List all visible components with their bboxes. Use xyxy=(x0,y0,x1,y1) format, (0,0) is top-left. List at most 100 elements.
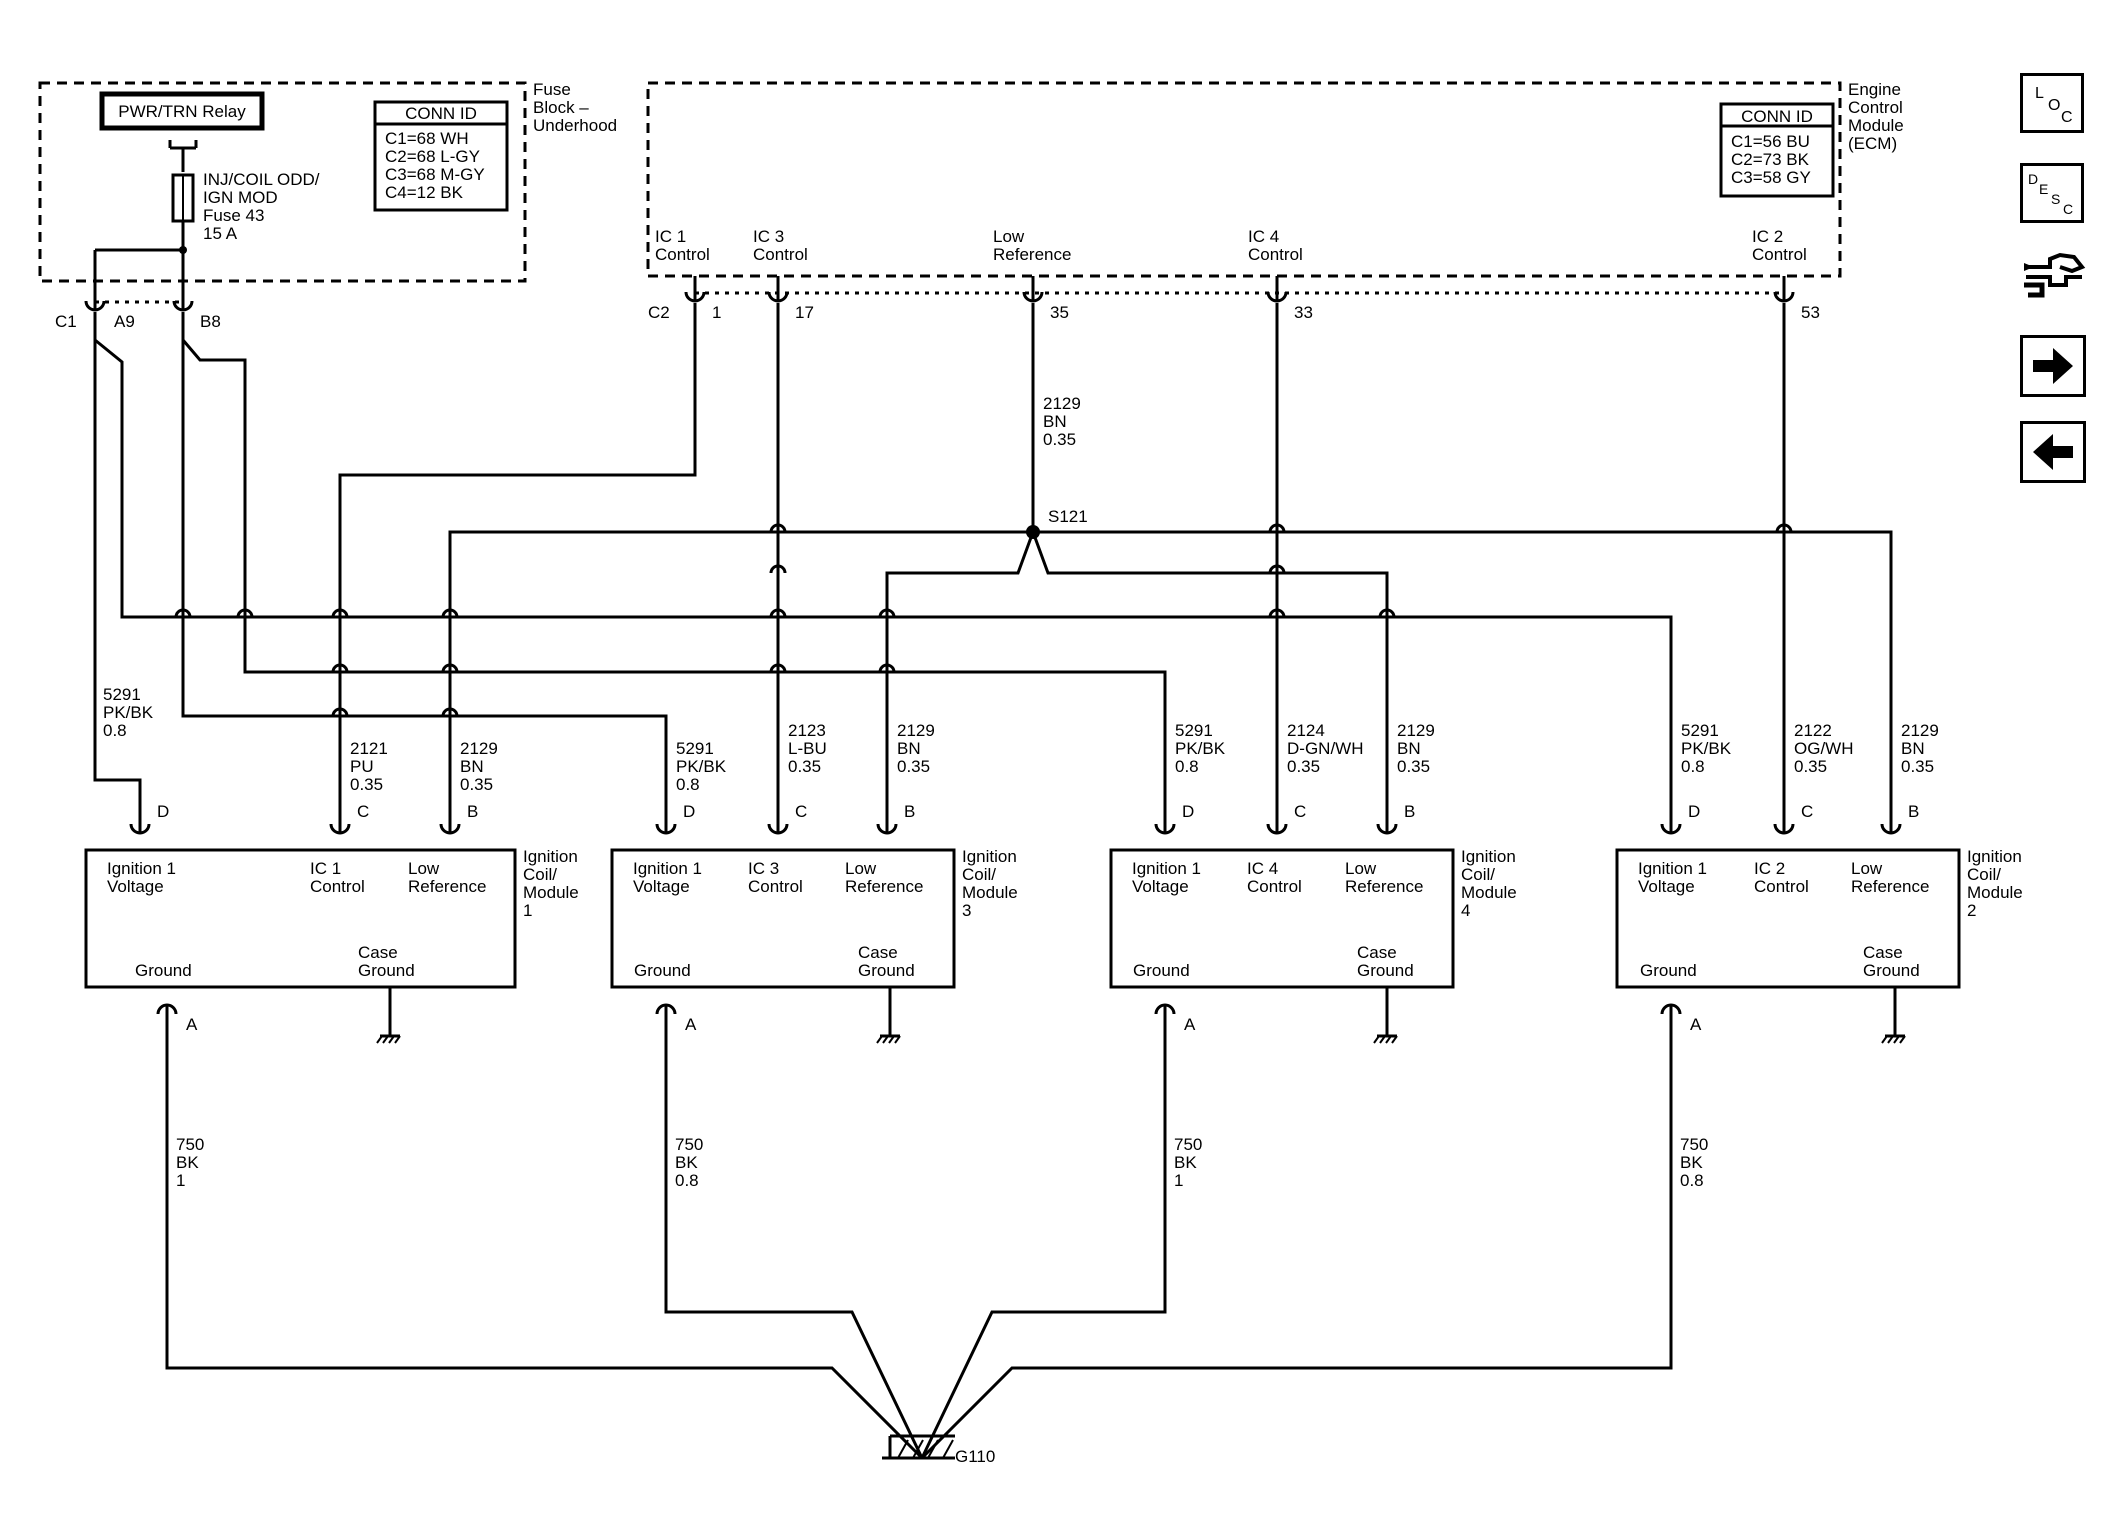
svg-text:Coil/: Coil/ xyxy=(1967,865,2001,884)
svg-text:Ignition: Ignition xyxy=(962,847,1017,866)
ignition-coil-module-2: D C B Ignition 1 Voltage IC 2 Control Lo… xyxy=(1615,802,2023,1045)
svg-text:S: S xyxy=(2051,191,2060,207)
svg-text:C: C xyxy=(795,802,807,821)
coil-body xyxy=(1109,848,1455,989)
next-page-button[interactable] xyxy=(2020,335,2086,397)
svg-text:Reference: Reference xyxy=(845,877,923,896)
splice-wire-number: 2129 xyxy=(1043,394,1081,413)
coil-pin-d xyxy=(129,812,151,836)
ecm-terminal-label: IC 2 xyxy=(1752,227,1783,246)
svg-text:PU: PU xyxy=(350,757,374,776)
svg-text:0.8: 0.8 xyxy=(1175,757,1199,776)
pwr-trn-relay: PWR/TRN Relay xyxy=(99,91,265,172)
svg-text:Ignition: Ignition xyxy=(1461,847,1516,866)
svg-text:5291: 5291 xyxy=(103,685,141,704)
desc-icon: D E S C xyxy=(2028,171,2073,217)
svg-text:C: C xyxy=(1801,802,1813,821)
svg-text:Case: Case xyxy=(858,943,898,962)
harness-icon xyxy=(2024,252,2086,298)
loc-button[interactable]: L O C xyxy=(2020,73,2084,133)
ecm-conn-id: CONN ID C1=56 BU C2=73 BK C3=58 GY xyxy=(1719,102,1835,198)
svg-text:0.8: 0.8 xyxy=(1681,757,1705,776)
svg-text:Voltage: Voltage xyxy=(1638,877,1695,896)
fuse-name-line2: IGN MOD xyxy=(203,188,278,207)
svg-text:0.35: 0.35 xyxy=(1794,757,1827,776)
conn-id-row: C2=68 L-GY xyxy=(385,147,480,166)
previous-page-button[interactable] xyxy=(2020,421,2086,483)
svg-text:Case: Case xyxy=(1357,943,1397,962)
svg-text:Module: Module xyxy=(1967,883,2023,902)
svg-text:Coil/: Coil/ xyxy=(523,865,557,884)
harness-connector-button[interactable] xyxy=(2020,241,2086,305)
coil-pin-b xyxy=(876,812,898,836)
svg-text:2129: 2129 xyxy=(1901,721,1939,740)
svg-text:Case: Case xyxy=(1863,943,1903,962)
ignition-coil-module-4: D C B Ignition 1 Voltage IC 4 Control Lo… xyxy=(1109,802,1517,1045)
svg-text:IC 3: IC 3 xyxy=(748,859,779,878)
coil-pin-d xyxy=(1154,812,1176,836)
relay-label: PWR/TRN Relay xyxy=(118,102,246,121)
svg-text:D: D xyxy=(1688,802,1700,821)
svg-text:2124: 2124 xyxy=(1287,721,1325,740)
svg-text:C: C xyxy=(2061,109,2073,126)
svg-text:IC 1: IC 1 xyxy=(310,859,341,878)
svg-text:750: 750 xyxy=(675,1135,703,1154)
ecm-pin-number: 1 xyxy=(712,303,721,322)
svg-text:Ground: Ground xyxy=(358,961,415,980)
svg-text:BK: BK xyxy=(1174,1153,1197,1172)
coil-body xyxy=(610,848,956,989)
ecm-title-line3: Module xyxy=(1848,116,1904,135)
svg-text:750: 750 xyxy=(1174,1135,1202,1154)
svg-text:Low: Low xyxy=(408,859,440,878)
svg-text:D: D xyxy=(683,802,695,821)
svg-text:A: A xyxy=(1690,1015,1702,1034)
svg-text:Voltage: Voltage xyxy=(633,877,690,896)
coil-pin-c xyxy=(1266,812,1288,836)
svg-text:0.35: 0.35 xyxy=(1901,757,1934,776)
wire-labels-coil-3: 5291 PK/BK 0.8 2123 L-BU 0.35 2129 BN 0.… xyxy=(676,721,935,794)
engine-control-module: Engine Control Module (ECM) CONN ID C1=5… xyxy=(646,80,1904,322)
ecm-connector-id: C2 xyxy=(648,303,670,322)
case-ground-chassis-icon xyxy=(1372,1034,1399,1045)
ecm-terminal-label: IC 1 xyxy=(655,227,686,246)
ecm-pin-number: 17 xyxy=(795,303,814,322)
svg-text:Low: Low xyxy=(1345,859,1377,878)
fuse-block-boundary xyxy=(38,81,527,283)
svg-text:Reference: Reference xyxy=(1345,877,1423,896)
svg-text:PK/BK: PK/BK xyxy=(676,757,727,776)
fuse-pin-a9 xyxy=(84,289,106,313)
coil-pin-c xyxy=(1773,812,1795,836)
svg-text:BN: BN xyxy=(897,739,921,758)
svg-text:Ignition 1: Ignition 1 xyxy=(1132,859,1201,878)
arrow-left-icon xyxy=(2033,434,2073,470)
coil-pin-b xyxy=(439,812,461,836)
svg-text:Ground: Ground xyxy=(1133,961,1190,980)
svg-text:BN: BN xyxy=(1901,739,1925,758)
svg-text:2129: 2129 xyxy=(897,721,935,740)
loc-icon: L O C xyxy=(2035,85,2073,126)
svg-text:Control: Control xyxy=(748,877,803,896)
svg-text:5291: 5291 xyxy=(676,739,714,758)
svg-text:0.8: 0.8 xyxy=(676,775,700,794)
svg-text:Control: Control xyxy=(1754,877,1809,896)
ignition-coil-module-1: D C B Ignition 1 Voltage IC 1 Control Lo… xyxy=(84,802,579,1045)
desc-button[interactable]: D E S C xyxy=(2020,163,2084,223)
coil-pin-c xyxy=(329,812,351,836)
svg-text:E: E xyxy=(2039,181,2048,197)
svg-text:Voltage: Voltage xyxy=(1132,877,1189,896)
conn-id-title: CONN ID xyxy=(405,104,477,123)
svg-text:B: B xyxy=(467,802,478,821)
ecm-terminal-label: Control xyxy=(753,245,808,264)
svg-text:BN: BN xyxy=(1397,739,1421,758)
ground-point-g110: G110 xyxy=(882,1434,995,1466)
svg-text:B: B xyxy=(1404,802,1415,821)
svg-text:BK: BK xyxy=(675,1153,698,1172)
svg-text:Low: Low xyxy=(1851,859,1883,878)
ecm-pin-number: 35 xyxy=(1050,303,1069,322)
fuse-block-underhood: Fuse Block – Underhood PWR/TRN Relay INJ… xyxy=(38,80,617,331)
fuse-block-title-line1: Fuse xyxy=(533,80,571,99)
svg-text:IC 4: IC 4 xyxy=(1247,859,1278,878)
wire-crossovers xyxy=(174,523,1793,717)
ecm-pin-number: 53 xyxy=(1801,303,1820,322)
svg-text:Coil/: Coil/ xyxy=(1461,865,1495,884)
